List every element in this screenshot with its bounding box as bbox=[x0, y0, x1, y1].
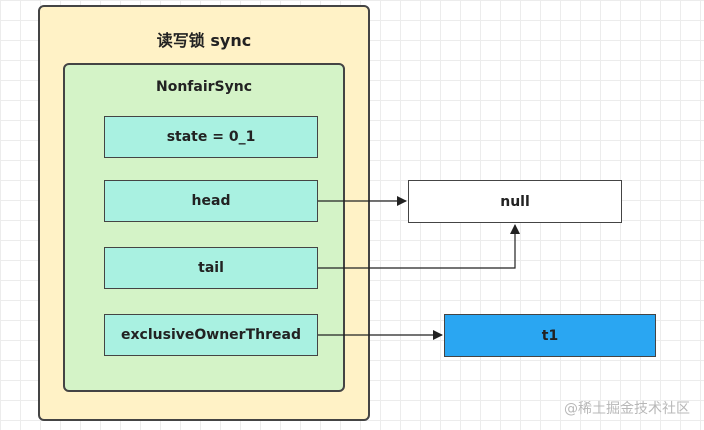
sync-title: 读写锁 sync bbox=[156, 31, 252, 50]
tail-field: tail bbox=[104, 247, 318, 289]
state-field: state = 0_1 bbox=[104, 116, 318, 158]
null-node: null bbox=[408, 180, 622, 223]
watermark: @稀土掘金技术社区 bbox=[564, 401, 690, 417]
t1-node: t1 bbox=[444, 314, 656, 357]
nonfairsync-title: NonfairSync bbox=[155, 79, 253, 95]
tail-to-null-arrow bbox=[318, 224, 520, 269]
exclusive-owner-thread-field: exclusiveOwnerThread bbox=[104, 314, 318, 356]
head-field: head bbox=[104, 180, 318, 222]
